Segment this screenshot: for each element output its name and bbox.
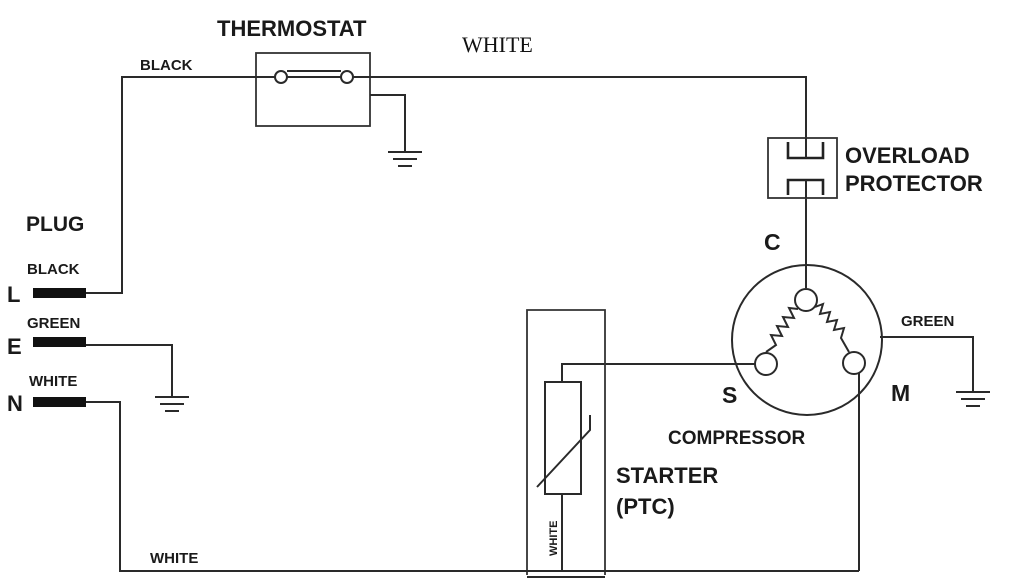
pin-n-label: N	[7, 391, 23, 416]
wire-s-to-starter	[561, 363, 755, 382]
overload-protector	[767, 137, 838, 199]
terminal-m-label: M	[891, 380, 910, 406]
starter-label-line1: STARTER	[616, 463, 718, 488]
wire-white-bottom	[86, 401, 859, 572]
thermostat-contact-right	[340, 70, 354, 84]
green-right-label: GREEN	[901, 313, 954, 330]
plug-pin-l	[33, 288, 86, 298]
starter-ptc	[526, 309, 606, 578]
terminal-m-circle	[842, 351, 866, 375]
plug-label: PLUG	[26, 213, 84, 236]
thermostat-box	[255, 52, 371, 127]
winding-c-s	[765, 306, 799, 353]
terminal-s-circle	[754, 352, 778, 376]
white-bottom-label: WHITE	[150, 550, 198, 567]
wire-black	[86, 76, 275, 294]
green-e-label: GREEN	[27, 315, 80, 332]
white-top-label: WHITE	[462, 32, 533, 57]
compressor-housing	[731, 264, 883, 416]
plug	[33, 288, 86, 407]
terminal-c-circle	[794, 288, 818, 312]
starter-label-line2: (PTC)	[616, 494, 675, 519]
black-l-label: BLACK	[27, 261, 80, 278]
black-top-label: BLACK	[140, 57, 193, 74]
white-n-label: WHITE	[29, 373, 77, 390]
terminal-s-label: S	[722, 382, 737, 408]
thermostat	[255, 52, 371, 127]
compressor-ground-icon	[880, 336, 990, 407]
terminal-c-label: C	[764, 229, 781, 255]
winding-c-m	[814, 302, 850, 353]
overload-box	[767, 137, 838, 199]
pin-l-label: L	[7, 282, 20, 307]
overload-label-line1: OVERLOAD	[845, 143, 970, 168]
compressor-label: COMPRESSOR	[668, 428, 806, 449]
thermostat-ground-icon	[370, 94, 422, 167]
thermostat-contact-left	[274, 70, 288, 84]
thermostat-label: THERMOSTAT	[217, 16, 367, 41]
wire-white-top	[353, 76, 807, 142]
plug-ground-icon	[86, 344, 189, 412]
starter-enclosure	[526, 309, 606, 575]
plug-pin-n	[33, 397, 86, 407]
ptc-slash	[536, 415, 591, 488]
overload-label-line2: PROTECTOR	[845, 171, 983, 196]
ptc-thermistor	[544, 381, 582, 495]
plug-pin-e	[33, 337, 86, 347]
pin-e-label: E	[7, 334, 22, 359]
white-vertical-label: WHITE	[548, 521, 560, 556]
